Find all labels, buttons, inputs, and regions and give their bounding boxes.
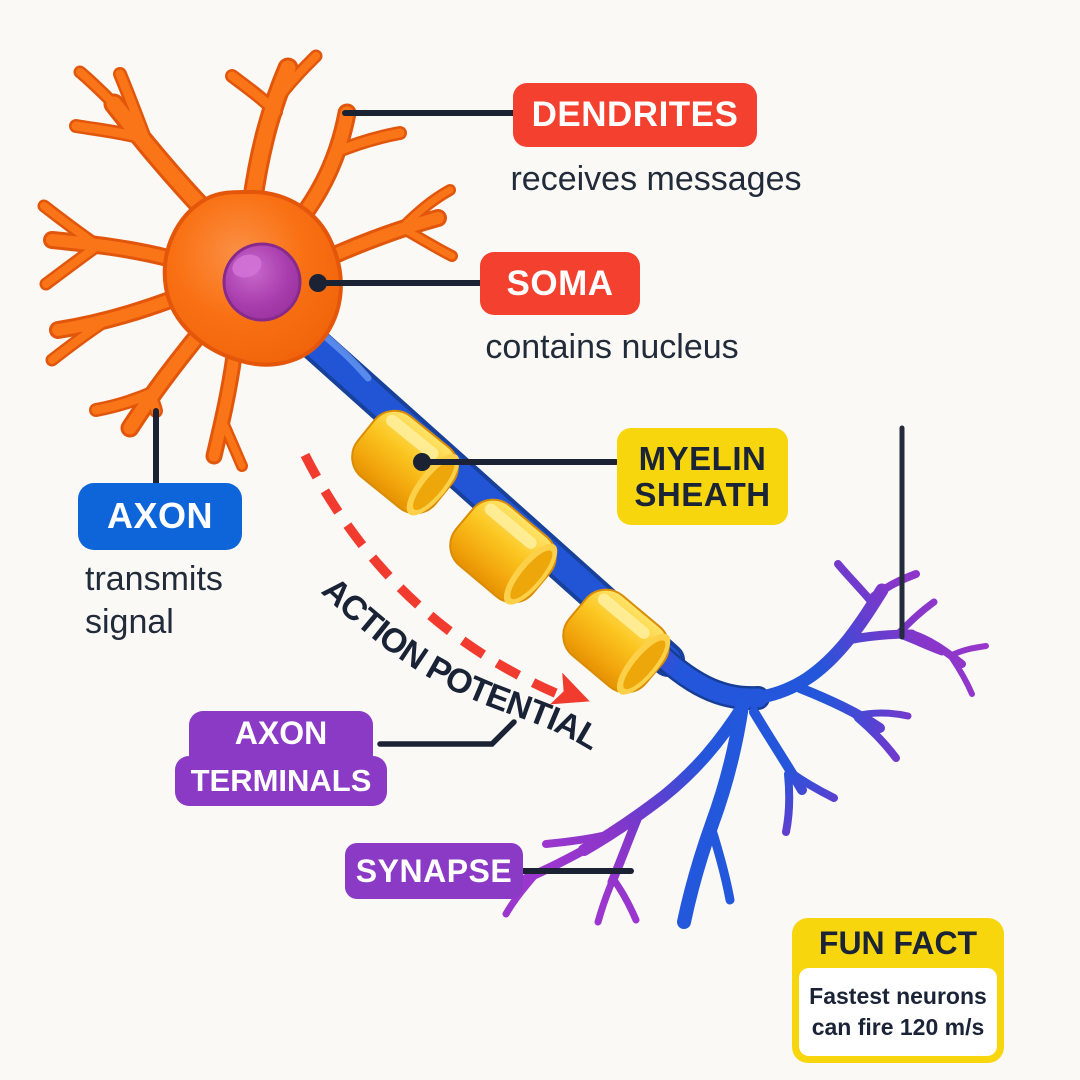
synapse-label: SYNAPSE (345, 843, 523, 899)
axon-label: AXON (78, 483, 242, 550)
fun-fact-card: FUN FACT Fastest neurons can fire 120 m/… (792, 918, 1004, 1063)
myelin-leader-dot (413, 453, 431, 471)
fun-fact-body: Fastest neurons can fire 120 m/s (799, 968, 997, 1056)
myelin-sheath-shape (351, 409, 671, 695)
axon-terminals-label: AXON TERMINALS (175, 711, 387, 806)
axon-terminals-leader-line (377, 719, 517, 747)
fun-fact-line2: can fire 120 m/s (811, 1014, 985, 1040)
dendrites-description: receives messages (510, 160, 802, 198)
arrowhead-icon (550, 672, 590, 705)
nucleus-shape (222, 242, 302, 322)
dendrites-shape (37, 49, 458, 472)
fun-fact-title: FUN FACT (818, 924, 978, 961)
soma-description: contains nucleus (485, 328, 739, 366)
axon-terminals-line2: TERMINALS (175, 756, 387, 806)
action-potential-arrow (300, 452, 590, 705)
myelin-sheath-label: MYELIN SHEATH (617, 428, 788, 525)
dendrites-label: DENDRITES (513, 83, 757, 147)
fun-fact-line1: Fastest neurons (809, 982, 987, 1009)
soma-leader-dot (309, 274, 327, 292)
myelin-line1: MYELIN (638, 439, 767, 477)
leader-lines (153, 110, 905, 874)
soma-label: SOMA (480, 252, 640, 315)
myelin-line2: SHEATH (634, 475, 771, 513)
axon-terminals-line1: AXON (189, 711, 373, 756)
axon-description: transmits signal (85, 560, 223, 641)
